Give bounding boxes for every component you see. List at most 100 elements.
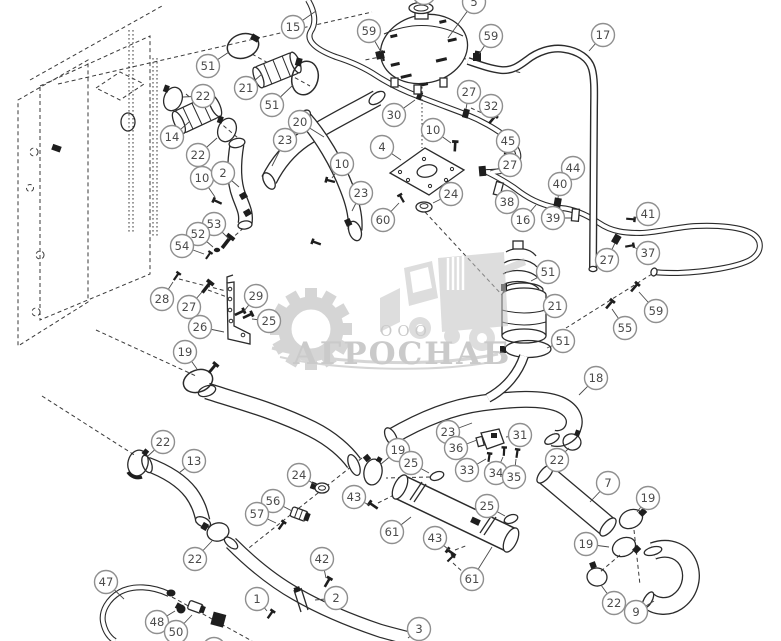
callout-circle [182, 546, 208, 572]
callout-circle [256, 308, 282, 334]
callout-56: 56 [260, 488, 293, 514]
watermark-company-name: АГРОСНАБ [293, 336, 512, 372]
callout-25: 25 [474, 493, 506, 519]
callout-circle [329, 151, 355, 177]
tube-7 [536, 464, 617, 537]
callout-number: 22 [188, 552, 203, 566]
callout-32: 32 [478, 93, 504, 119]
callout-25: 25 [251, 308, 282, 334]
callout-34: 34 [483, 456, 509, 486]
callout-number: 48 [150, 615, 165, 629]
callout-3: 3 [406, 616, 432, 641]
callout-circle [595, 470, 621, 496]
callout-circle [501, 464, 527, 490]
callout-27: 27 [176, 291, 203, 320]
callout-circle [287, 109, 313, 135]
callout-circle [181, 448, 207, 474]
callout-circle [369, 134, 395, 160]
callout-circle [573, 531, 599, 557]
clamp-27-mid [478, 165, 487, 177]
tube-61 [391, 474, 520, 553]
callout-number: 59 [649, 304, 664, 318]
bracket-26 [226, 274, 255, 345]
callout-circle [93, 569, 119, 595]
callout-25: 25 [398, 450, 430, 476]
hose-17 [466, 44, 599, 273]
callout-13: 13 [178, 448, 207, 474]
callout-circle [172, 339, 198, 365]
callout-number: 22 [191, 148, 206, 162]
callout-number: 36 [449, 441, 464, 455]
callout-number: 28 [155, 292, 170, 306]
callout-22: 22 [185, 137, 218, 168]
canister-21 [485, 240, 552, 403]
callout-33: 33 [454, 457, 487, 483]
callout-circle [507, 422, 533, 448]
callout-circle [414, 0, 434, 6]
fitting-50 [187, 600, 206, 614]
callout-number: 23 [354, 186, 369, 200]
callout-circle [420, 117, 446, 143]
callout-number: 35 [507, 470, 522, 484]
clamp-27-right [611, 233, 622, 245]
callout-22: 22 [147, 429, 176, 457]
callout-circle [187, 314, 213, 340]
fitting-39 [570, 208, 581, 223]
callout-59: 59 [356, 18, 382, 53]
hose-outlet-lower-left [197, 382, 361, 477]
callout-circle [560, 155, 586, 181]
callout-22: 22 [182, 83, 216, 109]
callout-number: 25 [404, 456, 419, 470]
callout-39: 39 [540, 205, 571, 231]
callout-31: 31 [505, 422, 533, 448]
callout-circle [535, 259, 561, 285]
callout-number: 59 [484, 29, 499, 43]
callout-circle [398, 450, 424, 476]
clamp-22-right [586, 567, 608, 587]
callout-circle [497, 152, 523, 178]
callout-number: 61 [465, 572, 480, 586]
callout-circle [381, 102, 407, 128]
callout-5: 5 [447, 0, 487, 39]
callout-number: 22 [196, 89, 211, 103]
callout-59: 59 [638, 291, 669, 324]
callout-number: 20 [293, 115, 308, 129]
elbow-hose-9 [641, 539, 700, 615]
callout-circle [163, 619, 189, 641]
callout-26: 26 [187, 314, 225, 340]
callout-circle [210, 160, 236, 186]
tank-nub [390, 77, 399, 88]
callout-27: 27 [456, 79, 482, 110]
callout-circle [190, 83, 216, 109]
clamp-22 [162, 86, 184, 112]
callout-circle [159, 124, 185, 150]
callout-47: 47 [93, 569, 125, 600]
callout-number: 13 [187, 454, 202, 468]
callout-circle [623, 599, 649, 625]
callout-number: 5 [470, 0, 477, 9]
clamp-19-left [182, 368, 214, 394]
callout-number: 27 [462, 85, 477, 99]
callout-circle [323, 585, 349, 611]
callout-number: 44 [566, 161, 581, 175]
callout-2: 2 [314, 585, 349, 611]
callout-number: 25 [262, 314, 277, 328]
callout-19: 19 [172, 339, 198, 370]
callout-number: 54 [175, 239, 190, 253]
callout-number: 43 [347, 490, 362, 504]
callout-number: 14 [165, 130, 180, 144]
watermark: ООО АГРОСНАБ [270, 252, 526, 372]
callout-number: 29 [249, 289, 264, 303]
callout-22: 22 [182, 540, 213, 572]
callout-circle [260, 488, 286, 514]
callout-42: 42 [309, 546, 335, 579]
callout-circle [341, 484, 367, 510]
callout-18: 18 [578, 365, 609, 396]
callout-number: 37 [641, 246, 656, 260]
callout-number: 60 [376, 213, 391, 227]
hose-47 [99, 584, 176, 641]
pin-25-b [503, 513, 519, 525]
callout-28: 28 [149, 281, 175, 312]
callout-51: 51 [530, 259, 561, 285]
callout-number: 51 [201, 59, 216, 73]
